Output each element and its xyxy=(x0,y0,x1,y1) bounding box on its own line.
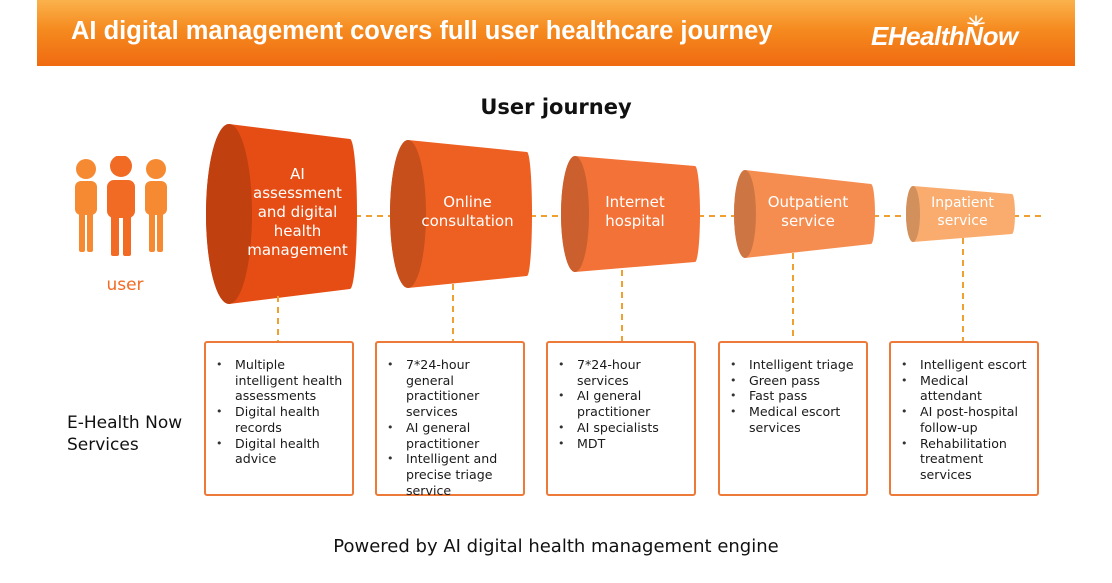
service-item: AI post-hospital follow-up xyxy=(899,404,1033,435)
cylinder-face xyxy=(561,156,589,272)
svg-text:EHealthNow: EHealthNow xyxy=(871,21,1020,51)
service-item: Fast pass xyxy=(728,388,862,404)
service-item: Green pass xyxy=(728,373,862,389)
stage-cylinder-4 xyxy=(734,170,875,258)
service-list: 7*24-hour general practitioner servicesA… xyxy=(385,357,519,498)
service-item: AI specialists xyxy=(556,420,690,436)
service-item: Medical attendant xyxy=(899,373,1033,404)
service-box-3: 7*24-hour servicesAI general practitione… xyxy=(546,341,696,496)
service-item: Intelligent escort xyxy=(899,357,1033,373)
service-item: Intelligent and precise triage service xyxy=(385,451,519,498)
service-item: 7*24-hour services xyxy=(556,357,690,388)
users-icon xyxy=(75,156,167,256)
service-item: AI general practitioner xyxy=(556,388,690,419)
cylinder-face-shade xyxy=(906,186,920,242)
stage-cylinder-2 xyxy=(390,140,532,288)
cylinder-body xyxy=(561,156,700,272)
service-item: 7*24-hour general practitioner services xyxy=(385,357,519,420)
cylinder-face-shade xyxy=(390,140,426,288)
service-item: Digital health advice xyxy=(214,436,348,467)
service-box-4: Intelligent triageGreen passFast passMed… xyxy=(718,341,868,496)
service-item: Medical escort services xyxy=(728,404,862,435)
cylinder-face xyxy=(734,170,756,258)
service-list: 7*24-hour servicesAI general practitione… xyxy=(556,357,690,451)
service-item: AI general practitioner xyxy=(385,420,519,451)
cylinder-body xyxy=(906,186,1015,242)
service-item: Multiple intelligent health assessments xyxy=(214,357,348,404)
stage-cylinder-3 xyxy=(561,156,700,272)
service-item: MDT xyxy=(556,436,690,452)
service-list: Intelligent escortMedical attendantAI po… xyxy=(899,357,1033,483)
service-box-5: Intelligent escortMedical attendantAI po… xyxy=(889,341,1039,496)
cylinder-face-shade xyxy=(206,124,252,304)
cylinder-body xyxy=(734,170,875,258)
cylinder-face-shade xyxy=(561,156,589,272)
cylinder-face xyxy=(906,186,920,242)
service-item: Rehabilitation treatment services xyxy=(899,436,1033,483)
service-list: Multiple intelligent health assessmentsD… xyxy=(214,357,348,467)
cylinder-face xyxy=(206,124,252,304)
journey-title: User journey xyxy=(480,95,632,119)
cylinder-face-shade xyxy=(734,170,756,258)
user-label: user xyxy=(106,275,144,295)
cylinder-body xyxy=(390,140,532,288)
ehealthnow-logo: EHealthNow xyxy=(871,15,1020,51)
stage-cylinder-1 xyxy=(206,124,357,304)
header-banner: AI digital management covers full user h… xyxy=(37,0,1075,66)
footer-caption: Powered by AI digital health management … xyxy=(333,536,779,557)
cylinder-face xyxy=(390,140,426,288)
service-item: Digital health records xyxy=(214,404,348,435)
service-box-2: 7*24-hour general practitioner servicesA… xyxy=(375,341,525,498)
stage-cylinder-5 xyxy=(906,186,1015,242)
page-title: AI digital management covers full user h… xyxy=(71,17,773,45)
service-list: Intelligent triageGreen passFast passMed… xyxy=(728,357,862,436)
service-box-1: Multiple intelligent health assessmentsD… xyxy=(204,341,354,496)
service-item: Intelligent triage xyxy=(728,357,862,373)
